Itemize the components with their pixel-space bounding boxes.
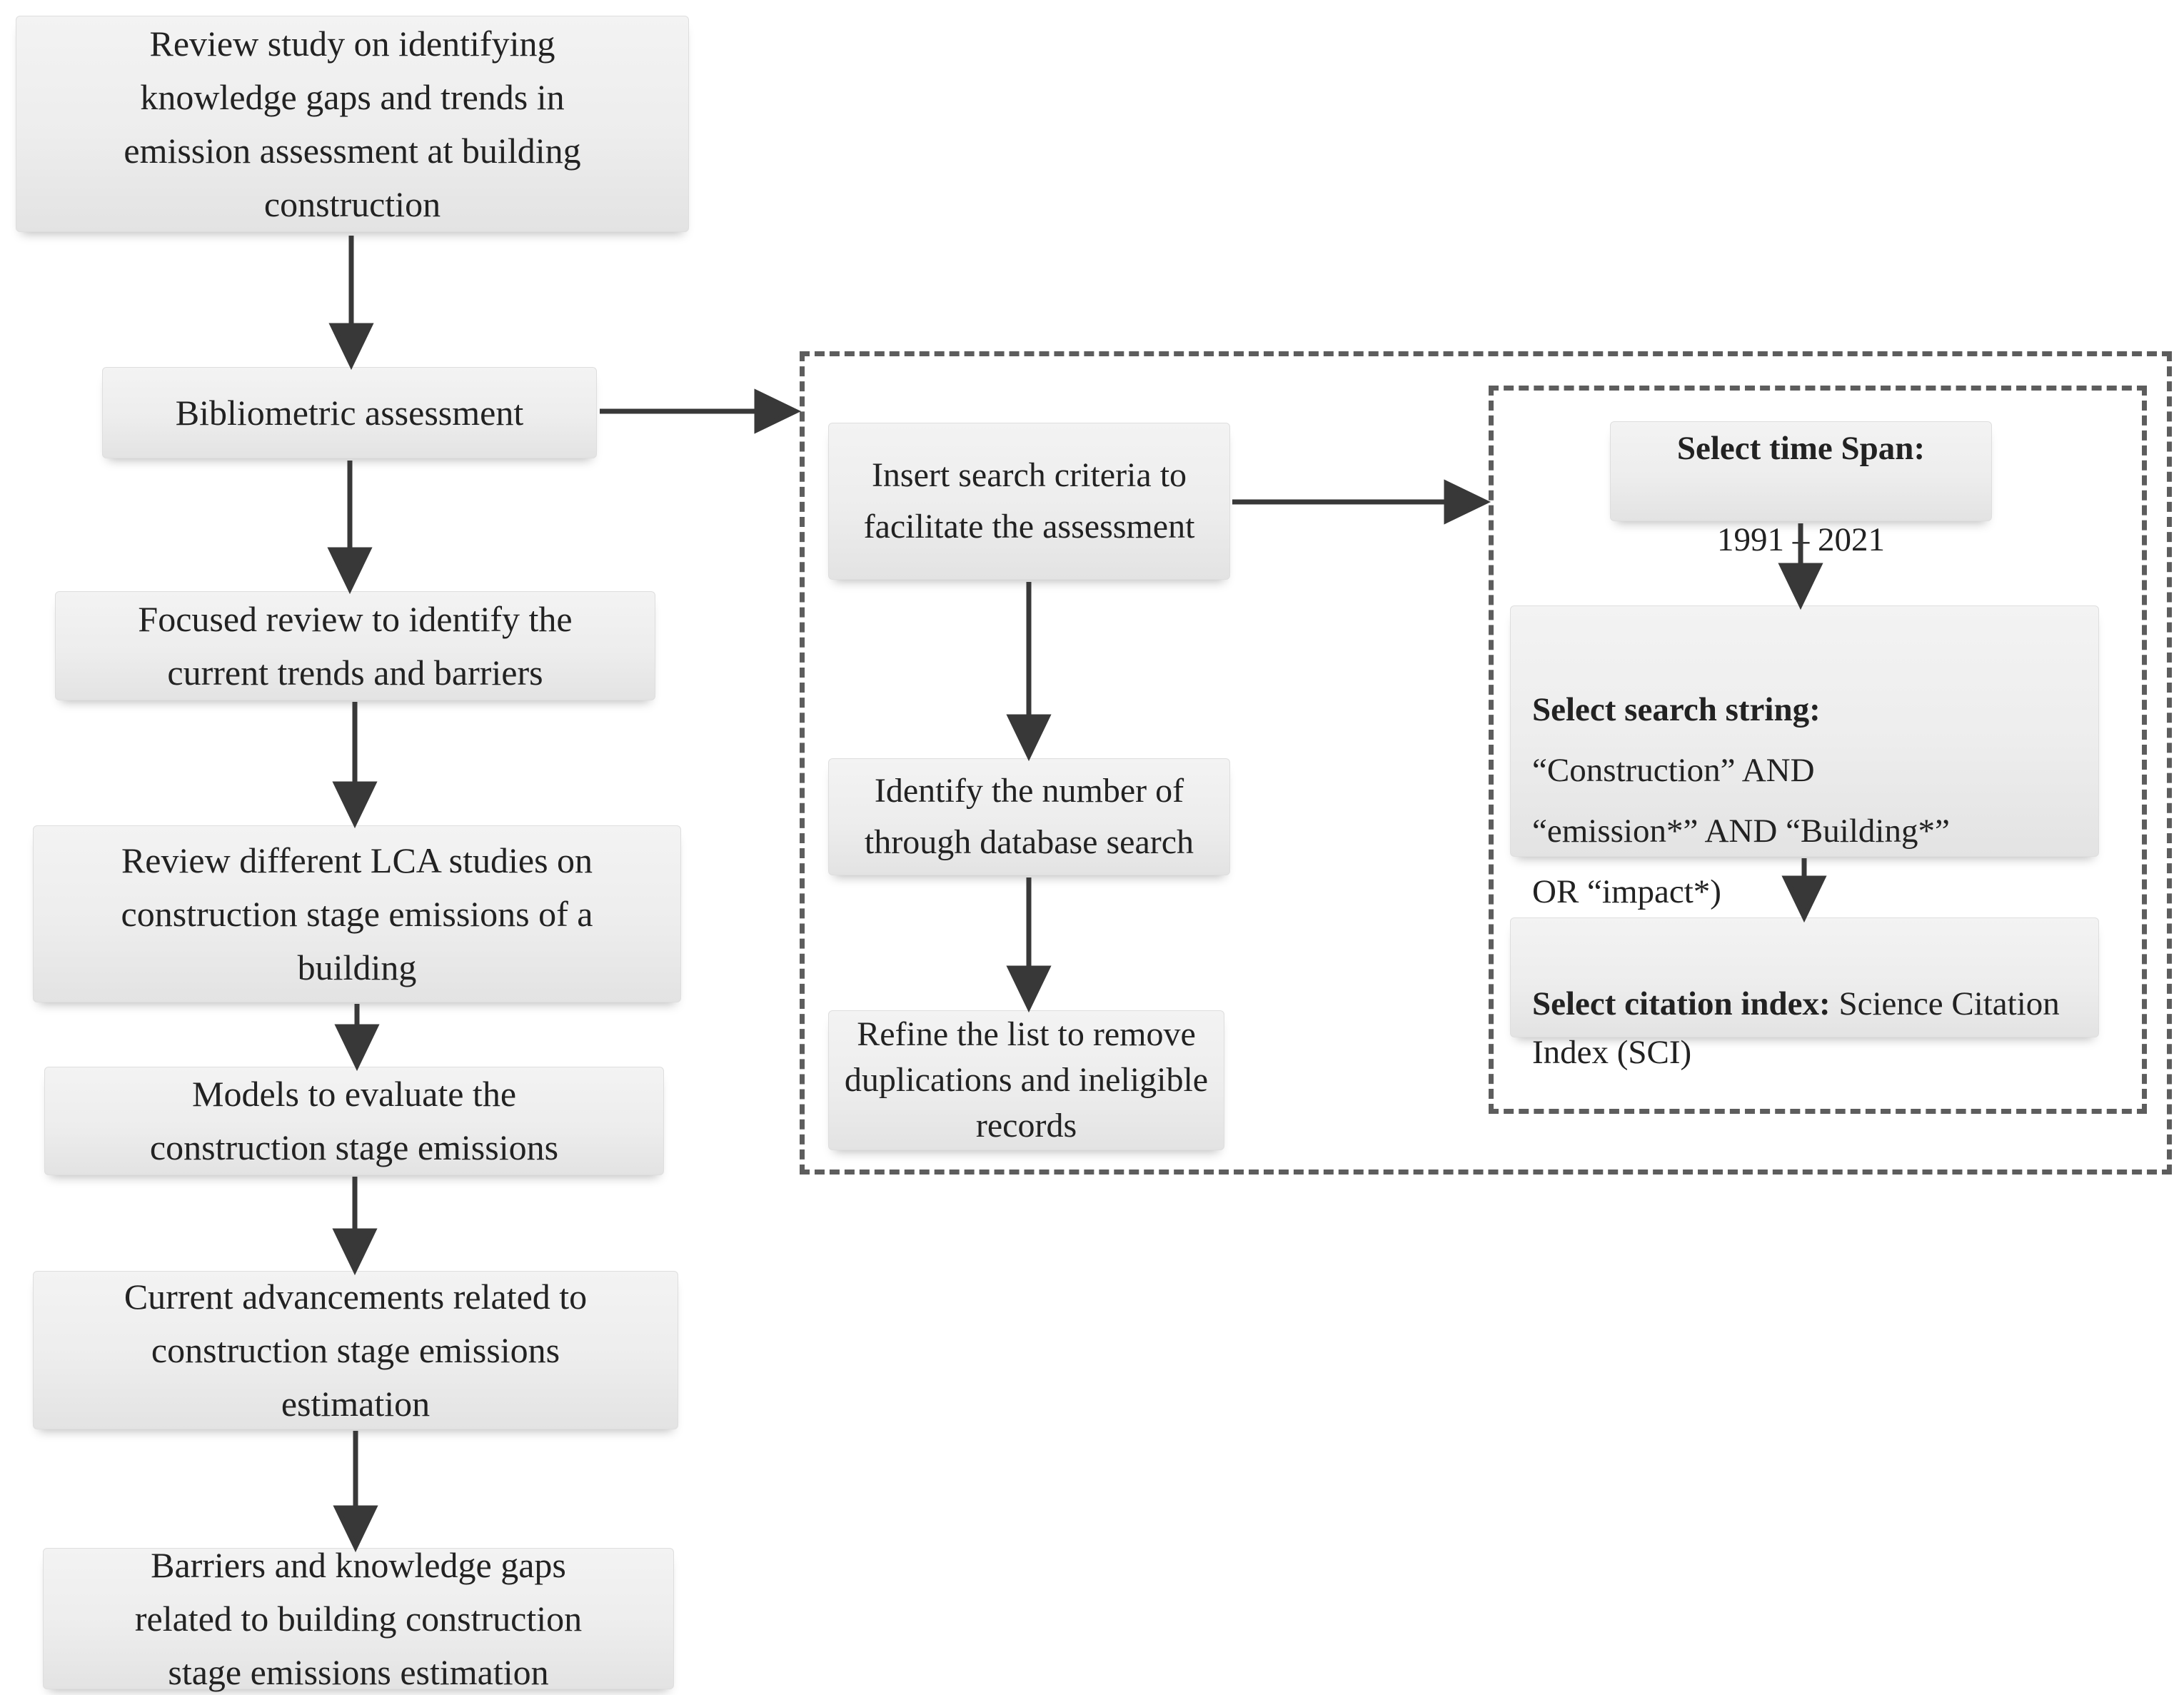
flow-step-select-timespan: Select time Span: 1991 – 2021 xyxy=(1610,421,1992,558)
arrow-bibliometric-to-process xyxy=(600,388,802,434)
bibliometric-process-dashed-box xyxy=(800,351,2172,1175)
flow-step-insert-search-criteria: Insert search criteria to facilitate the… xyxy=(828,423,1230,580)
timespan-label: Select time Span: xyxy=(1676,430,1926,467)
arrow-step1-to-step2 xyxy=(328,236,374,371)
arrow-step2-to-step3 xyxy=(327,461,373,595)
flow-step-focused-review: Focused review to identify the current t… xyxy=(55,591,655,700)
arrow-step5-to-step6 xyxy=(332,1177,378,1276)
flow-step-lca-studies: Review different LCA studies on construc… xyxy=(33,825,681,1002)
flow-step-bibliometric-assessment: Bibliometric assessment xyxy=(102,367,597,458)
flow-step-review-study: Review study on identifying knowledge ga… xyxy=(16,16,689,232)
flow-step-select-citation-index: Select citation index: Science Citation … xyxy=(1510,917,2099,1071)
search-criteria-dashed-box xyxy=(1489,386,2147,1114)
flow-step-barriers-gaps: Barriers and knowledge gaps related to b… xyxy=(43,1545,674,1692)
citation-label: Select citation index: xyxy=(1532,985,1831,1022)
flow-step-current-advancements: Current advancements related to construc… xyxy=(33,1271,678,1429)
search-string-body: “Construction” AND “emission*” AND “Buil… xyxy=(1532,752,1950,910)
timespan-value: 1991 – 2021 xyxy=(1716,521,1885,558)
flow-step-models-evaluate: Models to evaluate the construction stag… xyxy=(44,1067,664,1175)
citation-rest: Science Citation Index (SCI) xyxy=(1532,985,2060,1071)
arrow-step6-to-step7 xyxy=(333,1431,378,1553)
arrow-step3-to-step4 xyxy=(332,702,378,829)
arrow-step4-to-step5 xyxy=(334,1004,380,1072)
search-string-label: Select search string: xyxy=(1532,691,1821,728)
flow-step-select-search-string: Select search string: “Construction” AND… xyxy=(1510,605,2099,910)
flow-step-refine-list: Refine the list to remove duplications a… xyxy=(828,1010,1224,1150)
flow-step-identify-number: Identify the number of through database … xyxy=(828,758,1230,875)
